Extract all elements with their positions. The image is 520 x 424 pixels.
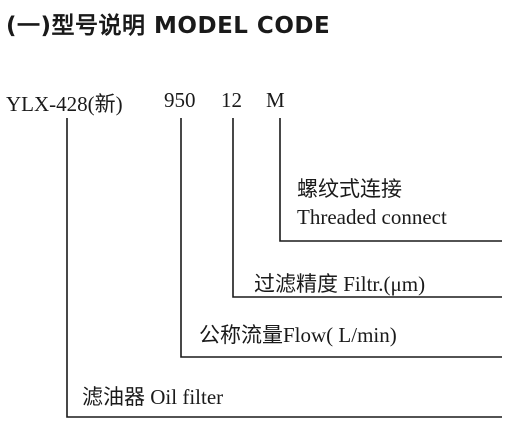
connection-code-segment: M: [266, 88, 285, 112]
section-heading: (一)型号说明 MODEL CODE: [6, 13, 331, 39]
filter-description: 滤油器 Oil filter: [82, 385, 224, 409]
leader-line-filtration: [232, 118, 502, 298]
leader-line-filter: [66, 118, 502, 418]
flow-code-segment: 950: [164, 88, 196, 112]
model-code-segment: YLX-428(新): [6, 92, 123, 116]
filtration-code-segment: 12: [221, 88, 242, 112]
leader-line-flow: [180, 118, 502, 358]
flow-description: 公称流量Flow( L/min): [199, 323, 397, 347]
connection-description-cn: 螺纹式连接: [297, 177, 402, 201]
leader-line-connection: [279, 118, 502, 242]
connection-description-en: Threaded connect: [297, 205, 447, 229]
filtration-description: 过滤精度 Filtr.(μm): [254, 272, 426, 296]
